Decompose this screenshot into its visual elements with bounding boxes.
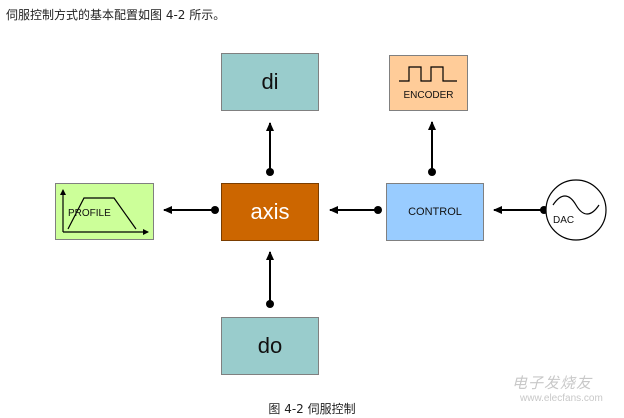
watermark-url: www.elecfans.com xyxy=(520,393,603,404)
axis-label: axis xyxy=(250,199,290,224)
encoder-block: ENCODER xyxy=(389,55,468,111)
di-label: di xyxy=(261,69,279,94)
dac-label: DAC xyxy=(553,215,575,226)
di-block: di xyxy=(221,53,319,111)
connector-axis-to-profile xyxy=(163,206,219,214)
connector-control-to-axis xyxy=(329,206,382,214)
profile-block: PROFILE xyxy=(55,183,154,240)
connector-control-to-encoder xyxy=(428,121,436,176)
do-label: do xyxy=(257,333,283,358)
do-block: do xyxy=(221,317,319,375)
watermark-brand: 电子发烧友 xyxy=(512,374,593,392)
control-label: CONTROL xyxy=(408,206,462,218)
control-block: CONTROL xyxy=(386,183,484,241)
connector-do-to-axis xyxy=(266,251,274,308)
profile-label: PROFILE xyxy=(68,208,111,219)
connector-axis-to-di xyxy=(266,122,274,176)
connector-dac-to-control xyxy=(493,206,548,214)
figure-caption: 图 4-2 伺服控制 xyxy=(268,402,356,416)
velocity-profile-icon xyxy=(60,189,149,235)
encoder-label: ENCODER xyxy=(403,90,454,101)
dac-circle xyxy=(545,179,607,241)
pulse-waveform-icon xyxy=(399,66,457,82)
axis-block: axis xyxy=(221,183,319,241)
intro-text: 伺服控制方式的基本配置如图 4-2 所示。 xyxy=(6,8,226,22)
